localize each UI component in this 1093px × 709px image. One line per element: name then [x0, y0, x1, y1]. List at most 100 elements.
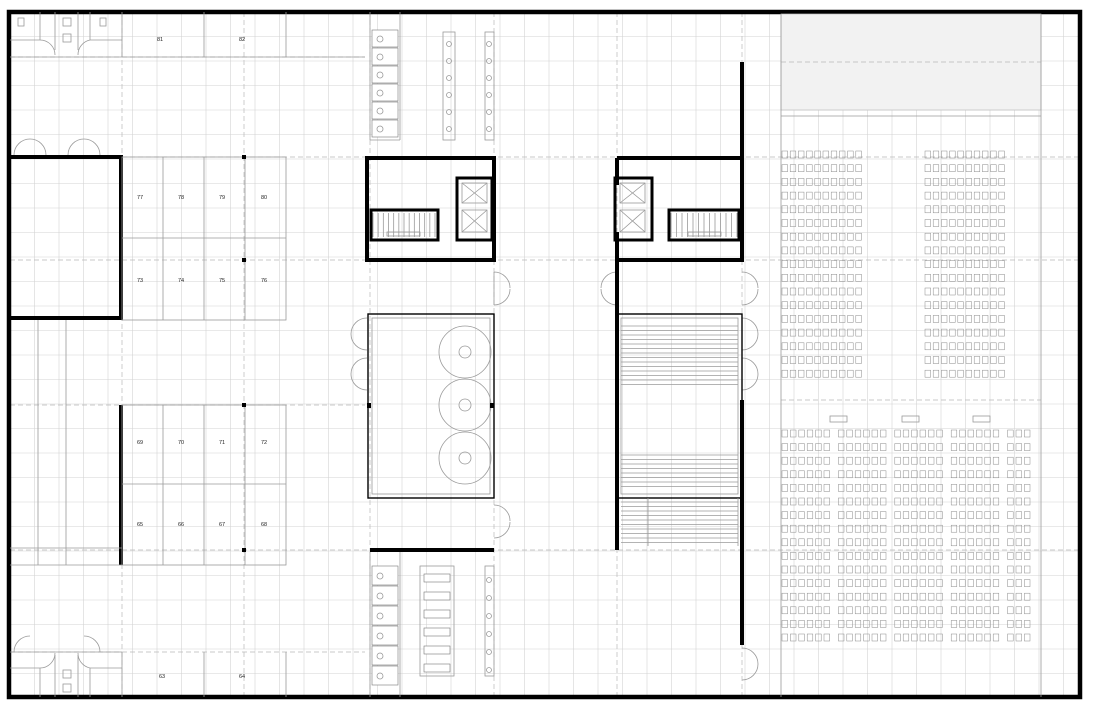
seat [992, 497, 1000, 506]
seat [959, 484, 966, 492]
seat [847, 356, 854, 364]
seat [863, 592, 870, 601]
seat [790, 552, 797, 560]
seat [838, 565, 845, 574]
seat [806, 219, 813, 227]
seat [949, 315, 956, 323]
seat [790, 538, 797, 547]
sink-fixture [486, 595, 492, 601]
seat [830, 315, 838, 323]
seat [924, 301, 931, 309]
seat [838, 497, 845, 506]
seat [1015, 456, 1022, 465]
seat [957, 232, 964, 241]
seat [798, 287, 805, 296]
seat [992, 511, 1000, 519]
sink-fixture [446, 75, 452, 81]
seat [932, 274, 940, 282]
seat [798, 274, 805, 282]
seat [949, 342, 956, 351]
seat [789, 191, 797, 200]
seat [936, 484, 943, 492]
seat [880, 552, 887, 560]
seat [950, 633, 958, 642]
seat [846, 470, 853, 479]
seat [902, 497, 910, 506]
seat [863, 524, 870, 533]
room-79-label: 79 [219, 195, 225, 201]
seat [855, 315, 862, 323]
toilet-stall [371, 47, 399, 66]
seat [806, 315, 813, 323]
seat [949, 356, 956, 364]
seat [911, 620, 918, 628]
seat [1024, 429, 1031, 438]
seat [790, 456, 797, 465]
seat [798, 606, 805, 615]
seat [814, 356, 821, 364]
seat [790, 592, 797, 601]
seat [838, 606, 845, 615]
seat [815, 484, 822, 492]
sink-fixture [446, 109, 452, 115]
seat [941, 232, 948, 241]
seat [1015, 429, 1022, 438]
seat [781, 315, 788, 323]
seating-upper-left [781, 150, 862, 378]
seat [806, 443, 814, 451]
seat [902, 633, 910, 642]
seat [902, 524, 910, 533]
seat [949, 274, 956, 282]
seat [880, 456, 887, 465]
seat [973, 232, 981, 241]
seat [789, 274, 797, 282]
seat [839, 369, 846, 378]
seat [984, 456, 991, 465]
seat [863, 429, 870, 438]
seat [789, 150, 797, 159]
seat [959, 565, 966, 574]
seat [789, 178, 797, 186]
seat [998, 150, 1005, 159]
wash-basin [423, 663, 451, 673]
seat [798, 524, 805, 533]
seat [854, 565, 862, 574]
seat [855, 301, 862, 309]
seat [967, 443, 974, 451]
seat [941, 150, 948, 159]
seat [967, 579, 974, 587]
seat [936, 538, 943, 547]
seat [814, 287, 821, 296]
seat [839, 191, 846, 200]
seat [806, 274, 813, 282]
sink-fixture [486, 649, 492, 655]
seat [976, 579, 983, 587]
seat [924, 328, 931, 337]
seat [990, 219, 997, 227]
seat [998, 260, 1005, 268]
seat [936, 620, 943, 628]
seat [847, 301, 854, 309]
seat [798, 592, 805, 601]
seat [839, 164, 846, 172]
seat [928, 633, 935, 642]
seat [1015, 565, 1022, 574]
seat [990, 274, 997, 282]
seat [863, 565, 870, 574]
seat [789, 246, 797, 255]
seat [965, 164, 972, 172]
seat [984, 565, 991, 574]
seat [823, 443, 830, 451]
seat [928, 524, 935, 533]
seat [932, 369, 940, 378]
seat [846, 511, 853, 519]
seat [984, 552, 991, 560]
seat [871, 524, 878, 533]
seat [863, 443, 870, 451]
seat [854, 456, 862, 465]
seat [855, 205, 862, 214]
seat [902, 484, 910, 492]
seat [959, 524, 966, 533]
seat [806, 356, 813, 364]
seat [822, 301, 829, 309]
